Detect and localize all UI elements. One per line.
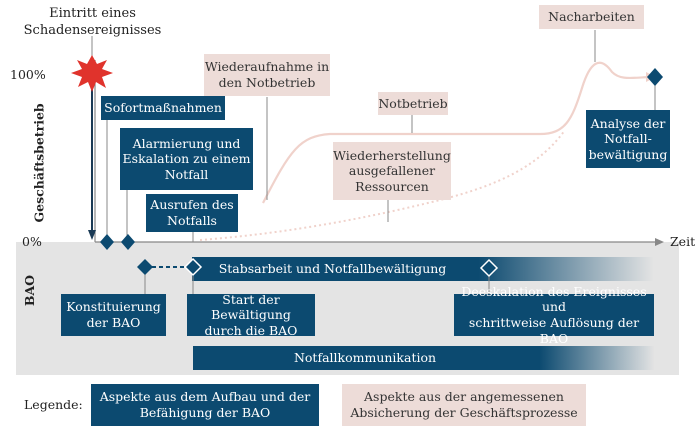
analyse-diamond [647,68,663,86]
wiederherstellung-curve [199,129,566,241]
y-tick-100: 100% [10,67,46,82]
notbetrieb-box: Notbetrieb [378,92,448,115]
start-diamond [183,257,203,277]
start-bewaeltigung-box: Start der Bewältigung durch die BAO [187,292,315,338]
deeskalation-diamond [479,258,499,278]
x-axis-arrowhead [655,238,664,246]
legend-blue-swatch: Aspekte aus dem Aufbau und der Befähigun… [91,384,319,426]
drop-arrowhead [88,230,96,240]
sofortmassnahmen-box: Sofortmaßnahmen [101,96,225,120]
kommunikation-label: Notfallkommunikation [293,350,437,366]
konstituierung-box: Konstituierung der BAO [61,294,166,336]
legend-pink-swatch: Aspekte aus der angemessenen Absicherung… [342,384,586,426]
alarm-diamond [121,234,135,250]
x-axis-label: Zeit [670,234,696,249]
geschaeftsbetrieb-curve [262,61,651,204]
alarmierung-box: Alarmierung und Eskalation zu einem Notf… [120,128,253,190]
ausrufen-box: Ausrufen des Notfalls [146,194,238,232]
stabsarbeit-label: Stabsarbeit und Notfallbewältigung [218,261,447,277]
deeskalation-box: Deeskalation des Ereignisses und schritt… [454,284,654,346]
y-tick-0: 0% [22,234,42,249]
analyse-box: Analyse der Notfall- bewältigung [586,110,670,168]
konstituierung-diamond [137,259,153,275]
wiederherstellung-box: Wiederherstellung ausgefallener Ressourc… [333,142,451,200]
y-axis-label: Geschäftsbetrieb [31,103,47,223]
stabsarbeit-bar [192,257,654,281]
event-label: Eintritt eines Schadensereignisses [23,6,162,38]
sofort-diamond [100,234,114,250]
wiederaufnahme-box: Wiederaufnahme in den Notbetrieb [204,54,330,96]
legend-title: Legende: [24,397,83,412]
schadensereignis-burst-icon [71,55,113,92]
kommunikation-bar [193,346,655,370]
nacharbeiten-box: Nacharbeiten [539,5,644,29]
bao-label: BAO [22,274,38,307]
